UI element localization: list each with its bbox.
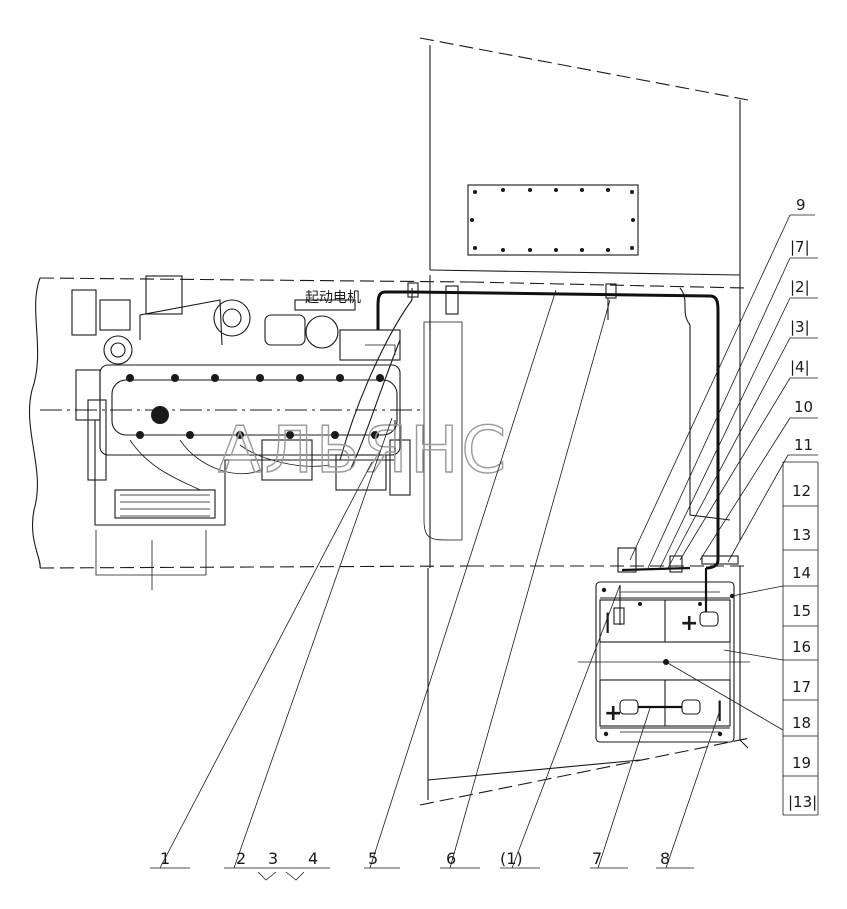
battery-box: + + | | [578, 547, 750, 743]
callout-15: 15 [792, 602, 811, 620]
callout-1-paren: (1) [500, 849, 523, 868]
callout-3-box: |3| [790, 318, 810, 336]
minus-symbol-lower: | [716, 697, 723, 721]
bottom-callouts: 1 2 3 4 5 6 (1) 7 8 [160, 849, 670, 868]
callout-2-box: |2| [790, 278, 810, 296]
callout-5: 5 [368, 849, 378, 868]
callout-9: 9 [796, 196, 806, 214]
callout-16: 16 [792, 638, 811, 656]
plus-symbol-lower: + [604, 701, 622, 726]
callout-4: 4 [308, 849, 318, 868]
callout-19: 19 [792, 754, 811, 772]
minus-symbol-upper: | [604, 609, 611, 633]
injector-lines [120, 439, 331, 517]
callout-1: 1 [160, 849, 170, 868]
callout-8: 8 [660, 849, 670, 868]
callout-17: 17 [792, 678, 811, 696]
engine-label: 起动电机 [305, 290, 361, 306]
callout-4-box: |4| [790, 358, 810, 376]
inspection-plate [467, 184, 639, 256]
callout-14: 14 [792, 564, 811, 582]
plate-bolts [470, 188, 635, 252]
callout-7-box: |7| [790, 238, 810, 256]
callout-13-box: |13| [788, 793, 817, 811]
cab-outline [419, 37, 751, 806]
callout-2: 2 [236, 849, 246, 868]
plus-symbol-upper: + [680, 611, 698, 636]
right-callouts: 9 |7| |2| |3| |4| 10 11 12 13 14 15 16 1… [788, 196, 817, 811]
callout-12: 12 [792, 482, 811, 500]
engine-bolts [126, 374, 384, 439]
starter-motor [261, 439, 313, 481]
callout-7: 7 [592, 849, 602, 868]
callout-3: 3 [268, 849, 278, 868]
right-leaders [629, 214, 819, 816]
callout-6: 6 [446, 849, 456, 868]
watermark: АЛЬЯНС [218, 414, 509, 488]
callout-11: 11 [794, 436, 813, 454]
callout-10: 10 [794, 398, 813, 416]
battery-cable [339, 282, 720, 570]
bottom-leaders [150, 289, 721, 881]
engine-assembly: 起动电机 [71, 275, 411, 526]
callout-18: 18 [792, 714, 811, 732]
callout-13: 13 [792, 526, 811, 544]
